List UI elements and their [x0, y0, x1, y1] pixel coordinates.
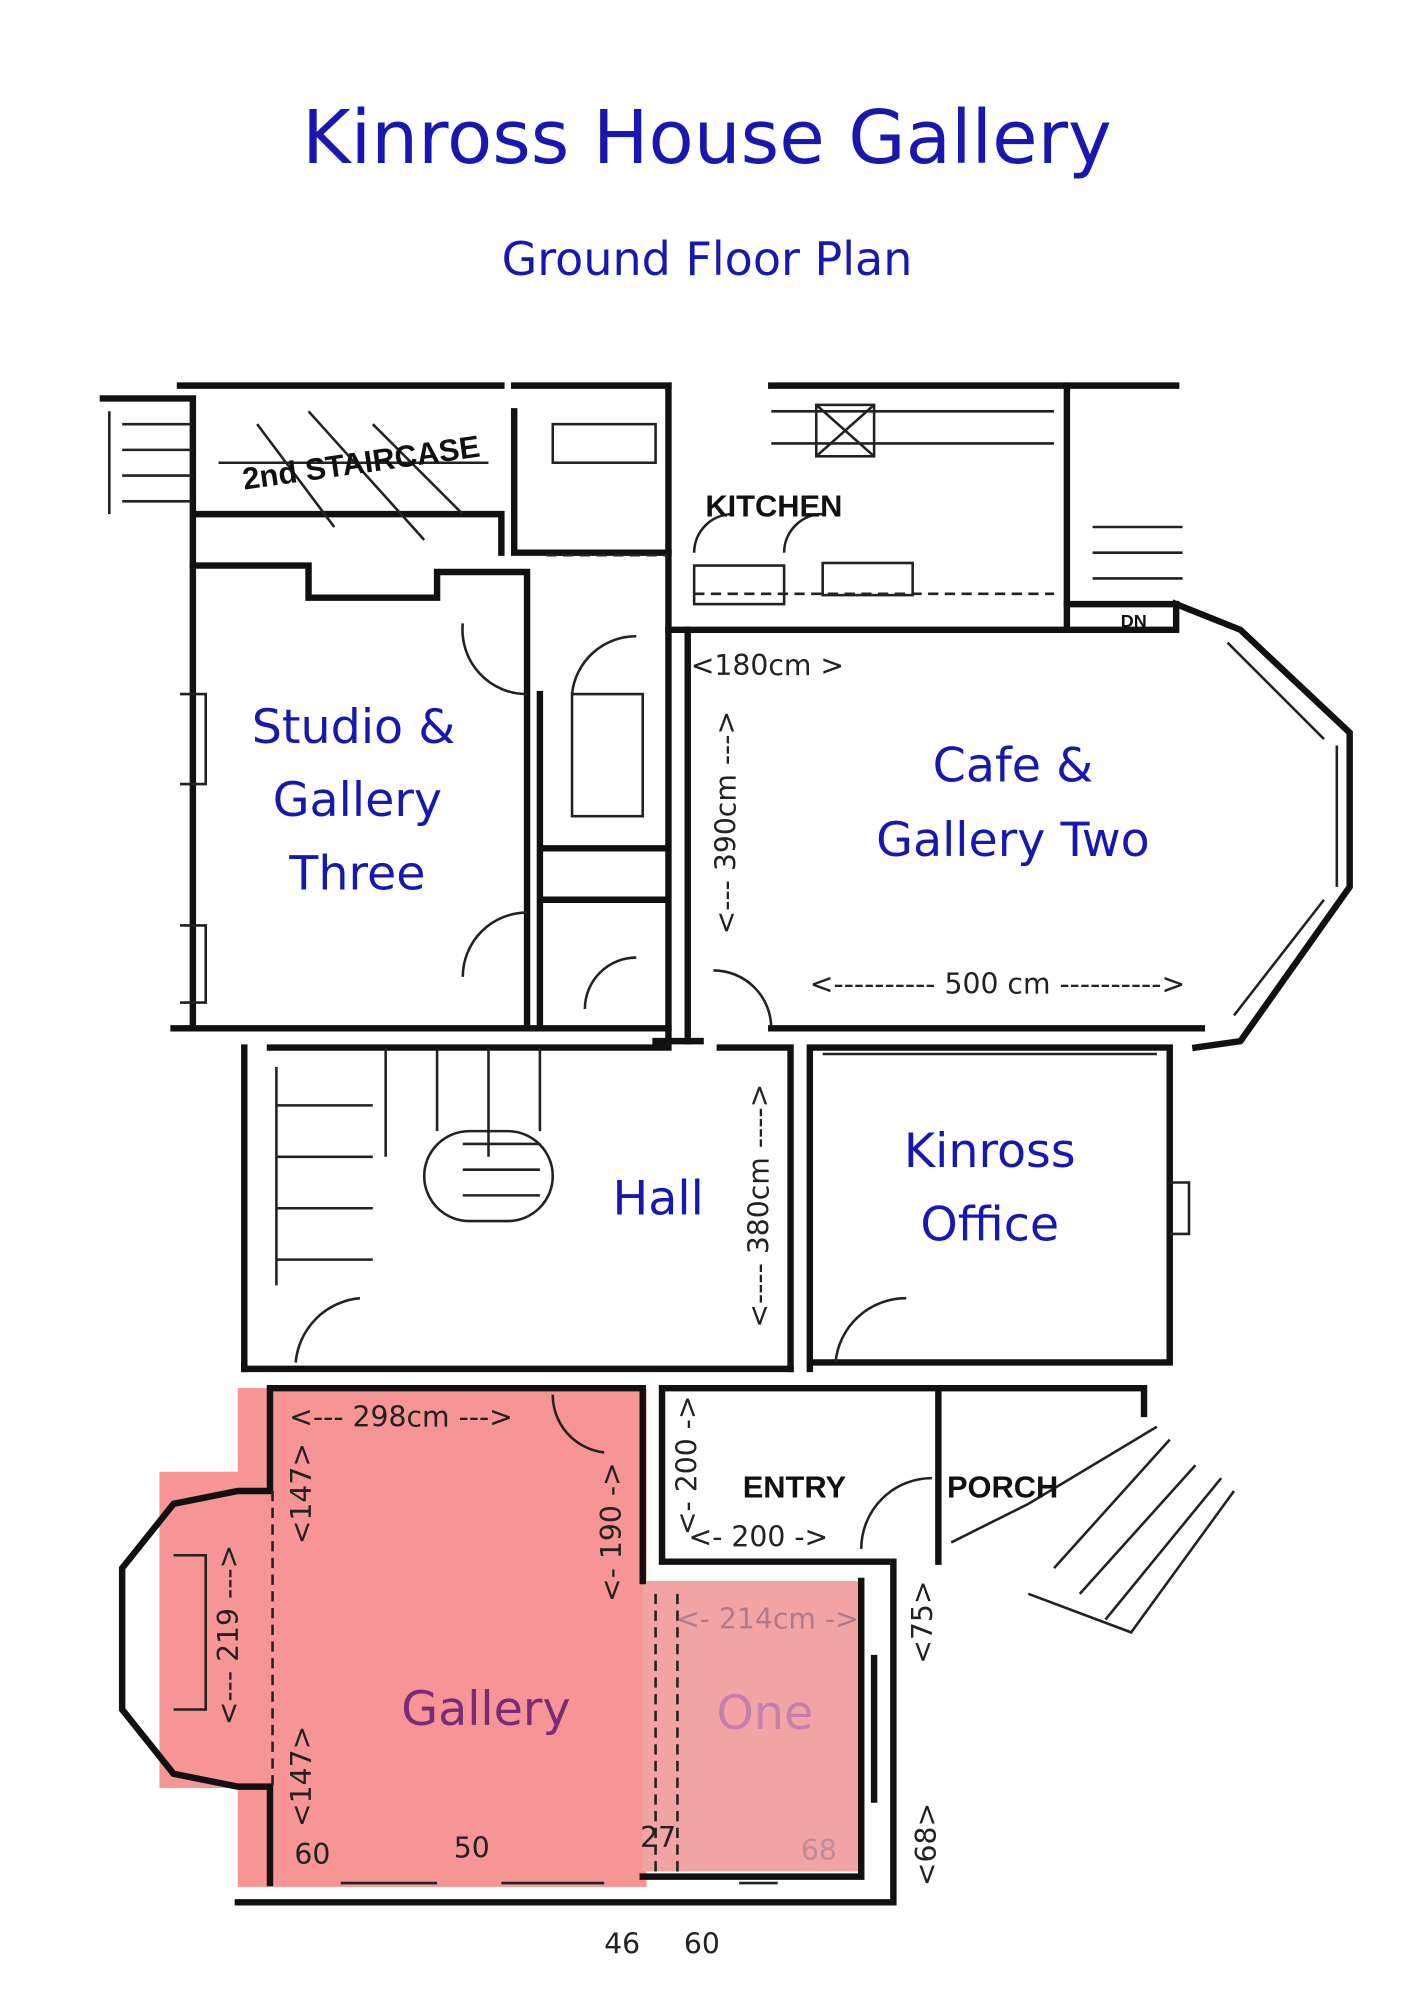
page-subtitle: Ground Floor Plan — [501, 232, 913, 286]
label-entry: ENTRY — [743, 1469, 847, 1504]
room-label-studio: Studio & — [252, 700, 456, 755]
dim-below-46: 46 — [604, 1928, 640, 1961]
room-label-gallery: Gallery — [401, 1682, 570, 1737]
dim-right-75: <75> — [906, 1580, 939, 1663]
room-label-hall: Hall — [613, 1172, 704, 1227]
dim-gallery-width: <--- 298cm ---> — [289, 1401, 513, 1434]
dim-hall-length: <---- 380cm ----> — [743, 1084, 776, 1328]
room-label-cafe: Gallery Two — [876, 813, 1150, 868]
dim-gallery-one-width: <- 214cm -> — [676, 1603, 859, 1636]
dim-bottom-27: 27 — [640, 1821, 676, 1854]
page-title: Kinross House Gallery — [302, 95, 1112, 181]
walls — [99, 382, 1353, 1906]
dim-cafe-depth: <--- 390cm ---> — [709, 711, 742, 935]
label-kitchen: KITCHEN — [705, 489, 842, 524]
dim-entry-width: <- 200 -> — [689, 1520, 829, 1553]
dim-bay-width: <--- 219 ---> — [212, 1545, 245, 1725]
dim-entry-depth: <- 200 -> — [671, 1395, 704, 1535]
label-porch: PORCH — [947, 1469, 1058, 1504]
label-down: DN — [1121, 611, 1147, 631]
dim-right-68: <68> — [910, 1803, 943, 1886]
dim-gallery-side-bottom: <147> — [285, 1726, 318, 1827]
label-staircase: 2nd STAIRCASE — [240, 429, 482, 497]
room-label-gallery-one: One — [716, 1686, 813, 1741]
dim-bottom-60: 60 — [294, 1838, 330, 1871]
dim-bottom-68: 68 — [801, 1834, 837, 1867]
dim-gallery-side-top: <147> — [285, 1443, 318, 1544]
dim-cafe-width: <180cm > — [691, 649, 844, 682]
dim-below-60: 60 — [684, 1928, 720, 1961]
room-label-studio: Three — [288, 846, 425, 901]
room-label-office: Office — [920, 1197, 1059, 1252]
room-label-office: Kinross — [904, 1124, 1076, 1179]
gallery-highlight — [159, 1388, 862, 1887]
dim-gallery-depth: <- 190 -> — [595, 1462, 628, 1602]
room-label-cafe: Cafe & — [933, 738, 1094, 793]
room-label-studio: Gallery — [273, 773, 442, 828]
dim-bottom-50: 50 — [454, 1831, 490, 1864]
dim-cafe-length: <---------- 500 cm ----------> — [810, 968, 1185, 1001]
